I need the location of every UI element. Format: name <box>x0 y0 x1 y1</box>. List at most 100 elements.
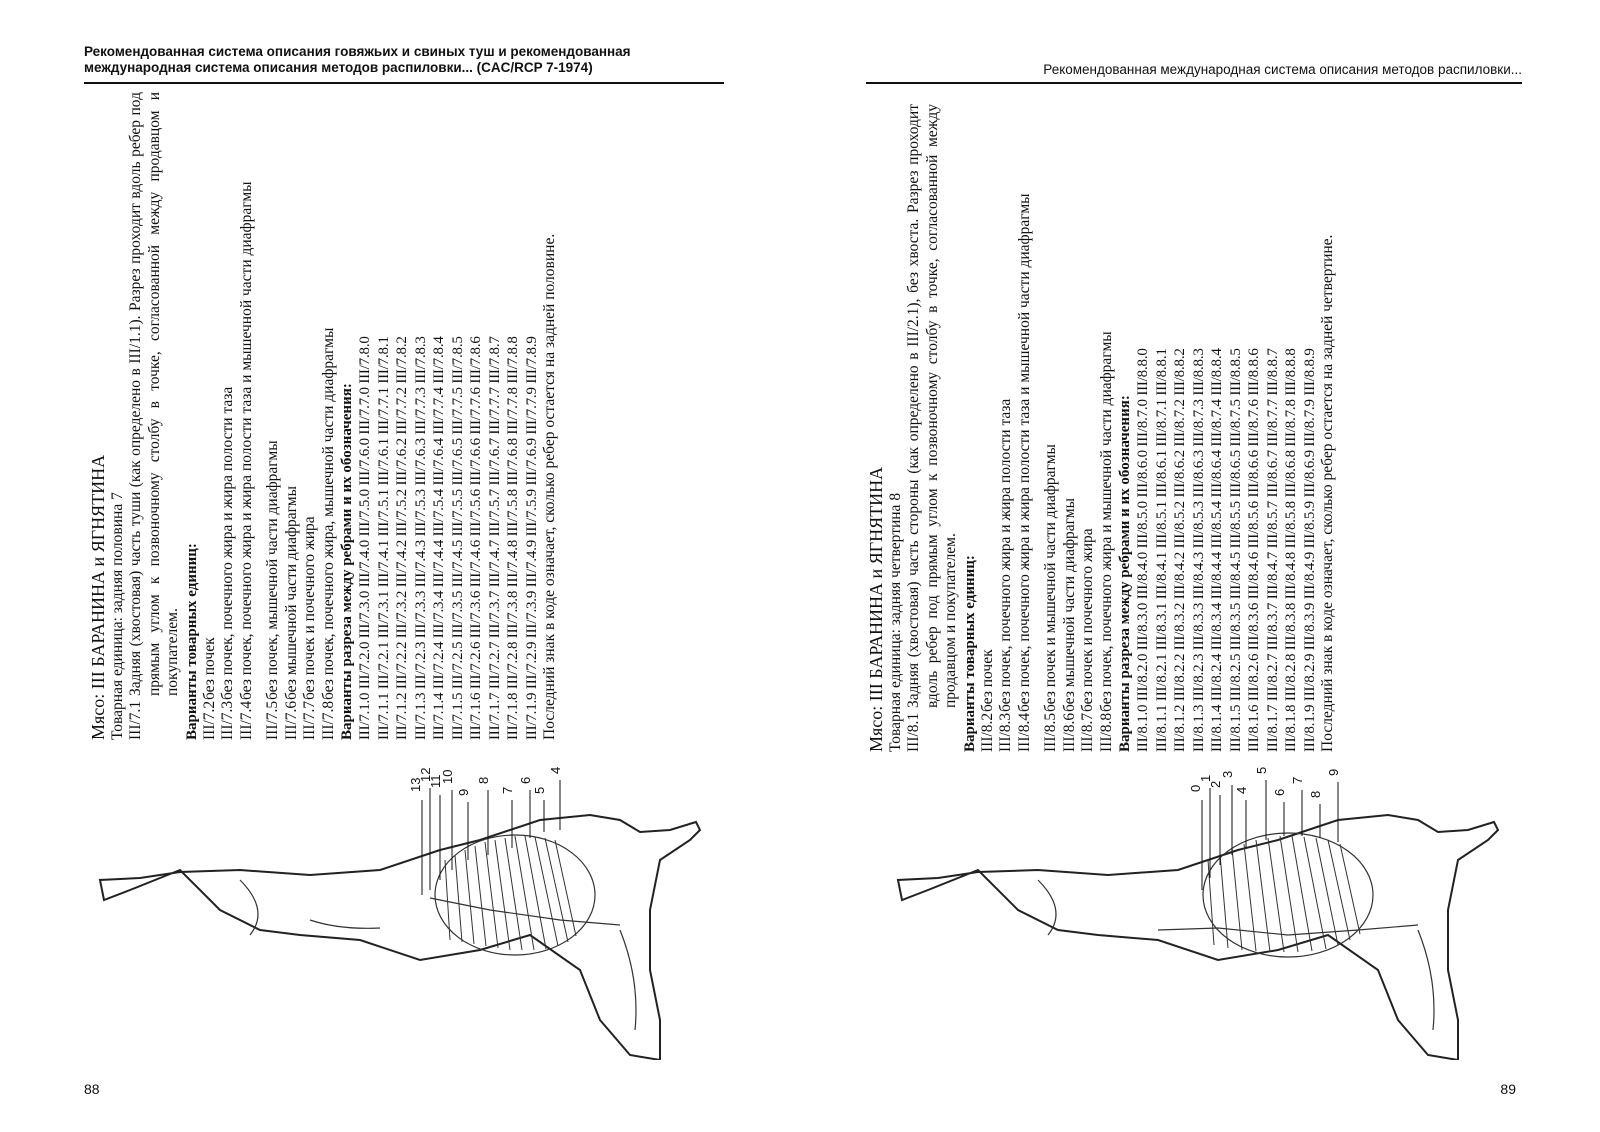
variant-text: без почек, почечного жира и жира полости… <box>997 398 1014 712</box>
definition-text: Задняя (хвостовая) часть стороны (как оп… <box>905 104 959 708</box>
variant-code: III/8.5 <box>1042 712 1059 752</box>
running-header: Рекомендованная система описания говяжьи… <box>84 44 724 76</box>
footnote: Последний знак в коде означает, сколько … <box>541 233 558 740</box>
rib-label: 7 <box>1290 777 1305 784</box>
variants-heading: Варианты товарных единиц: <box>183 543 200 740</box>
header-rule <box>84 82 724 84</box>
cut-codes-table: III/8.1.0 III/8.2.0 III/8.3.0 III/8.4.0 … <box>1134 104 1319 752</box>
rib-label: 8 <box>1308 791 1323 798</box>
cut-codes-row: III/7.1.4 III/7.2.4 III/7.3.4 III/7.4.4 … <box>431 336 447 740</box>
variant-text: без почек и почечного жира <box>1079 528 1096 712</box>
cut-codes-row: III/7.1.6 III/7.2.6 III/7.3.6 III/7.4.6 … <box>468 336 484 740</box>
rib-label: 4 <box>548 767 563 774</box>
cuts-heading: Варианты разреза между ребрами и их обоз… <box>339 383 355 740</box>
variant-text: без почек, почечного жира и мышечной час… <box>1097 331 1115 712</box>
page-number: 89 <box>1500 1081 1516 1097</box>
variant-code: III/7.5 <box>264 700 281 740</box>
rib-label: 13 <box>408 778 423 792</box>
variant-text: без мышечной части диафрагмы <box>282 485 300 700</box>
cuts-heading: Варианты разреза между ребрами и их обоз… <box>1117 395 1133 752</box>
variant-text: без почек, почечного жира, мышечной част… <box>319 327 337 700</box>
variant-text: без почек, почечного жира и жира полости… <box>219 386 236 700</box>
cut-codes-row: III/7.1.7 III/7.2.7 III/7.3.7 III/7.4.7 … <box>486 336 503 740</box>
variant-text: без почек, мышечной части диафрагмы <box>264 440 281 700</box>
variant-code: III/8.7 <box>1079 712 1096 752</box>
cut-codes-row: III/7.1.8 III/7.2.8 III/7.3.8 III/7.4.8 … <box>505 336 521 740</box>
definition-text: Задняя (хвостовая) часть туши (как опред… <box>127 92 181 696</box>
section-title: Мясо: III БАРАНИНА и ЯГНЯТИНА <box>88 454 108 740</box>
variant-code: III/8.8 <box>1097 712 1115 752</box>
variant-code: III/7.2 <box>200 700 218 740</box>
rib-label: 10 <box>440 770 455 784</box>
variant-text: без мышечной части диафрагмы <box>1060 497 1078 712</box>
rib-label: 7 <box>500 787 515 794</box>
variant-code: III/8.3 <box>997 712 1014 752</box>
cut-codes-row: III/8.1.7 III/8.2.7 III/8.3.7 III/8.4.7 … <box>1264 348 1281 752</box>
cut-codes-row: III/7.1.3 III/7.2.3 III/7.3.3 III/7.4.3 … <box>412 336 429 740</box>
variant-text: без почек, почечного жира и жира полости… <box>1015 193 1033 712</box>
rotated-text-block: Мясо: III БАРАНИНА и ЯГНЯТИНА Товарная е… <box>866 104 1338 752</box>
variant-text: без почек и почечного жира <box>301 516 318 700</box>
header-rule <box>866 82 1522 84</box>
unit-title: Товарная единица: задняя четвертина 8 <box>887 492 904 752</box>
rib-label: 5 <box>1254 767 1269 774</box>
variant-code: III/7.3 <box>219 700 236 740</box>
definition-code: III/7.1 <box>127 700 144 740</box>
rib-label: 8 <box>476 777 491 784</box>
rib-label: 6 <box>1272 789 1287 796</box>
cut-codes-table: III/7.1.0 III/7.2.0 III/7.3.0 III/7.4.0 … <box>356 92 541 740</box>
cut-codes-row: III/8.1.4 III/8.2.4 III/8.3.4 III/8.4.4 … <box>1209 348 1225 752</box>
spacer <box>1034 104 1042 752</box>
rib-label: 12 <box>418 768 433 782</box>
variants-heading: Варианты товарных единиц: <box>961 555 978 752</box>
rib-label: 1 <box>1198 775 1213 782</box>
variant-text: без почек <box>200 637 218 700</box>
variant-code: III/7.4 <box>237 700 255 740</box>
left-page: Рекомендованная система описания говяжьи… <box>84 44 724 1097</box>
rib-label: 4 <box>1234 787 1249 794</box>
rib-label: 11 <box>428 775 443 789</box>
definition: III/7.1 Задняя (хвостовая) часть туши (к… <box>127 92 183 740</box>
footnote: Последний знак в коде означает, сколько … <box>1319 234 1336 752</box>
cut-codes-row: III/7.1.5 III/7.2.5 III/7.3.5 III/7.4.5 … <box>449 336 466 740</box>
header-line-2: международная система описания методов р… <box>84 60 593 75</box>
cut-codes-row: III/8.1.0 III/8.2.0 III/8.3.0 III/8.4.0 … <box>1135 348 1151 752</box>
definition: III/8.1 Задняя (хвостовая) часть стороны… <box>905 104 961 752</box>
cut-codes-row: III/8.1.9 III/8.2.9 III/8.3.9 III/8.4.9 … <box>1301 348 1318 752</box>
rib-label: 5 <box>532 787 547 794</box>
running-header: Рекомендованная международная система оп… <box>1043 62 1522 77</box>
cut-codes-row: III/7.1.9 III/7.2.9 III/7.3.9 III/7.4.9 … <box>523 336 540 740</box>
rotated-text-block: Мясо: III БАРАНИНА и ЯГНЯТИНА Товарная е… <box>88 92 560 740</box>
spacer <box>256 92 264 740</box>
lamb-skeleton-illustration: 13 12 11 10 9 8 7 6 5 4 <box>98 767 702 1060</box>
variant-code: III/8.6 <box>1060 712 1078 752</box>
header-line-1: Рекомендованная система описания говяжьи… <box>84 44 631 59</box>
rib-label: 9 <box>456 789 471 796</box>
rib-label: 9 <box>1326 769 1341 776</box>
lamb-skeleton-illustration: 0 1 2 3 4 5 6 7 8 9 <box>896 767 1500 1060</box>
variant-code: III/7.7 <box>301 700 318 740</box>
page-number: 88 <box>84 1081 100 1097</box>
definition-code: III/8.1 <box>905 712 922 752</box>
cut-codes-row: III/8.1.5 III/8.2.5 III/8.3.5 III/8.4.5 … <box>1227 348 1244 752</box>
rib-label: 0 <box>1188 785 1203 792</box>
cut-codes-row: III/7.1.1 III/7.2.1 III/7.3.1 III/7.4.1 … <box>375 336 392 740</box>
cut-codes-row: III/8.1.3 III/8.2.3 III/8.3.3 III/8.4.3 … <box>1190 348 1207 752</box>
rib-label: 6 <box>518 777 533 784</box>
unit-title: Товарная единица: задняя половина 7 <box>109 492 126 740</box>
